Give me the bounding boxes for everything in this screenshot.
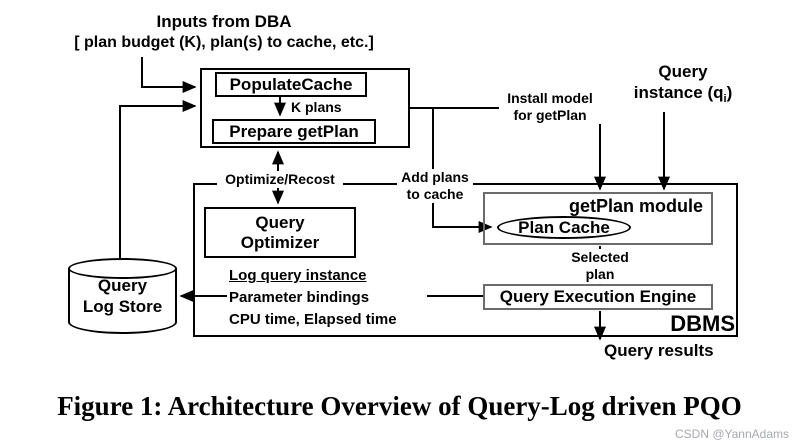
inputs-detail: [ plan budget (K), plan(s) to cache, etc…: [74, 33, 374, 51]
query-log-store-label: Query Log Store: [82, 276, 163, 316]
install-model-label: Install model for getPlan: [499, 90, 601, 125]
populate-module-box: [200, 68, 410, 148]
arrow-dba-to-populate-module: [141, 57, 197, 93]
query-optimizer-line1: Query: [255, 212, 305, 232]
prepare-getplan-box: Prepare getPlan: [212, 119, 376, 144]
prepare-getplan-label: Prepare getPlan: [229, 121, 359, 141]
optimize-recost-label: Optimize/Recost: [217, 171, 343, 189]
query-log-store-top: [68, 258, 177, 279]
k-plans-label: K plans: [291, 99, 342, 115]
populate-cache-label: PopulateCache: [229, 74, 353, 94]
getplan-module-box: getPlan module: [483, 192, 713, 245]
log-annotation-line2: Parameter bindings: [229, 288, 370, 306]
log-annotation-block: Log query instance Parameter bindings CP…: [227, 265, 427, 331]
query-execution-engine-label: Query Execution Engine: [499, 287, 697, 306]
figure-caption: Figure 1: Architecture Overview of Query…: [57, 391, 742, 421]
query-instance-label: Query instance (qi): [618, 62, 748, 106]
inputs-from-dba-block: Inputs from DBA [ plan budget (K), plan(…: [58, 12, 390, 52]
arrow-logstore-to-populate-module: [119, 100, 197, 259]
plan-cache-label: Plan Cache: [518, 217, 610, 237]
query-results-label: Query results: [604, 341, 714, 360]
selected-plan-label: Selected plan: [553, 249, 647, 284]
getplan-module-title: getPlan module: [568, 196, 703, 216]
populate-cache-box: PopulateCache: [215, 72, 367, 97]
plan-cache-ellipse: Plan Cache: [497, 216, 631, 239]
log-annotation-line1: Log query instance: [229, 267, 367, 284]
arrow-add-plans-to-cache: [432, 108, 493, 233]
watermark: CSDN @YannAdams: [675, 427, 789, 441]
add-plans-label: Add plans to cache: [397, 169, 473, 204]
query-log-store-body: [68, 268, 177, 334]
query-execution-engine-box: Query Execution Engine: [483, 284, 713, 310]
query-optimizer-box: Query Optimizer: [204, 207, 356, 258]
query-instance-line2: instance (qi): [633, 82, 733, 105]
inputs-title: Inputs from DBA: [156, 12, 292, 31]
query-instance-line1: Query: [658, 62, 708, 81]
log-annotation-line3: CPU time, Elapsed time: [229, 310, 397, 328]
query-optimizer-line2: Optimizer: [240, 232, 320, 252]
dbms-label: DBMS: [670, 311, 735, 336]
